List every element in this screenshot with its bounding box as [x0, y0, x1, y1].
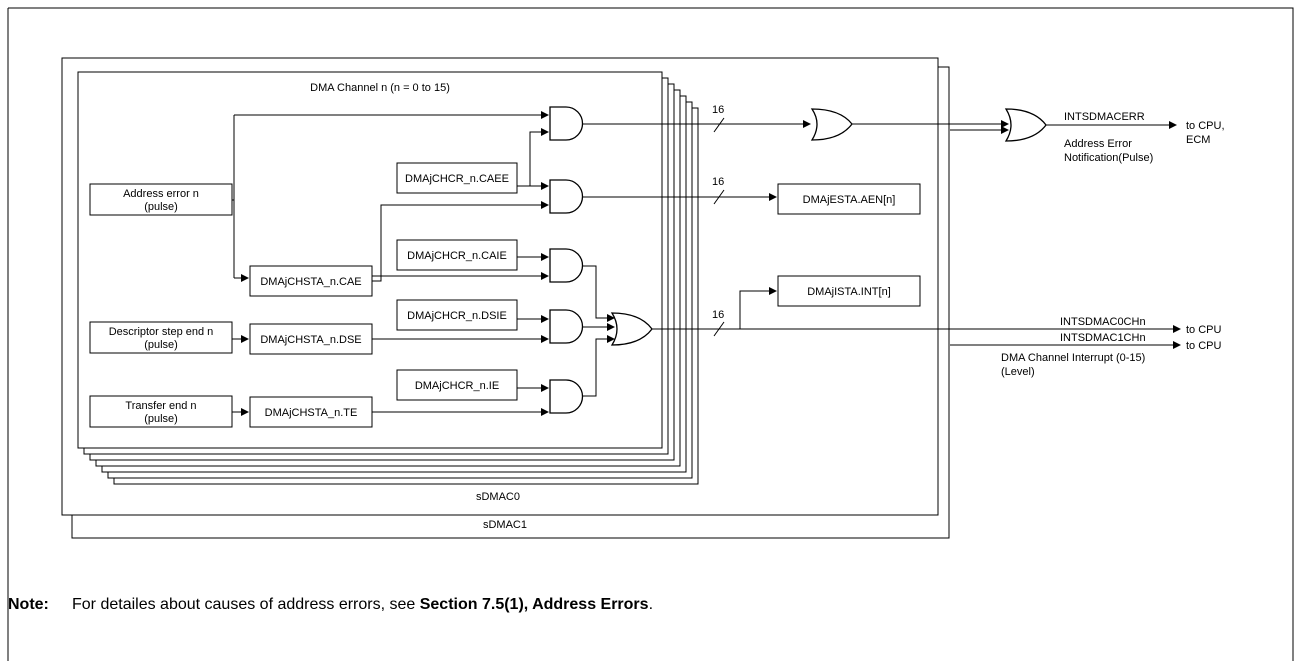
transfer-label: Transfer end n — [125, 400, 196, 412]
bus-width-err: 16 — [712, 104, 724, 116]
sdmac1-label: sDMAC1 — [483, 519, 527, 531]
reg-dse — [249, 323, 373, 355]
svg-text:DMAjCHSTA_n.TE: DMAjCHSTA_n.TE — [265, 407, 358, 419]
or-gate-intsdmacerr — [1004, 108, 1047, 142]
reg-ie — [396, 369, 518, 401]
svg-text:DMAjCHSTA_n.DSE: DMAjCHSTA_n.DSE — [260, 334, 361, 346]
and-gate-dsie — [549, 309, 584, 344]
descriptor-source — [89, 321, 233, 354]
transfer-source — [89, 395, 233, 428]
bus-width-int: 16 — [712, 309, 724, 321]
address-error-source — [89, 183, 233, 216]
sdmac0-label: sDMAC0 — [476, 491, 520, 503]
bus-width-aen: 16 — [712, 176, 724, 188]
svg-text:DMAjESTA.AEN[n]: DMAjESTA.AEN[n] — [803, 194, 896, 206]
int-desc-line2: (Level) — [1001, 366, 1035, 378]
svg-text:DMAjCHCR_n.IE: DMAjCHCR_n.IE — [415, 380, 499, 392]
and-gate-aen — [549, 179, 584, 214]
transfer-sub: (pulse) — [144, 413, 178, 425]
address-error-sub: (pulse) — [144, 201, 178, 213]
err-dest-line2: ECM — [1186, 134, 1210, 146]
err-desc-line2: Notification(Pulse) — [1064, 152, 1153, 164]
intsdmacerr-label: INTSDMACERR — [1064, 111, 1145, 123]
figure-frame — [8, 7, 1294, 661]
reg-ista — [777, 275, 921, 307]
and-gate-err — [549, 106, 584, 141]
wires — [232, 111, 1181, 416]
and-gate-caie — [549, 248, 584, 283]
channel-title: DMA Channel n (n = 0 to 15) — [310, 82, 450, 94]
svg-text:DMAjCHCR_n.DSIE: DMAjCHCR_n.DSIE — [407, 310, 507, 322]
svg-text:DMAjCHCR_n.CAIE: DMAjCHCR_n.CAIE — [407, 250, 507, 262]
reg-caee — [396, 162, 518, 194]
reg-caie — [396, 239, 518, 271]
int0-label: INTSDMAC0CHn — [1060, 316, 1146, 328]
and-gate-ie — [549, 379, 584, 414]
or-gate-channel — [610, 312, 653, 346]
reg-cae — [249, 265, 373, 297]
descriptor-label: Descriptor step end n — [109, 326, 214, 338]
int0-dest: to CPU — [1186, 324, 1222, 336]
svg-text:DMAjCHCR_n.CAEE: DMAjCHCR_n.CAEE — [405, 173, 509, 185]
note-text: For detailes about causes of address err… — [72, 596, 420, 613]
svg-text:DMAjCHSTA_n.CAE: DMAjCHSTA_n.CAE — [260, 276, 361, 288]
note-section-reference: Section 7.5(1), Address Errors — [419, 596, 649, 613]
or-gate-err-16 — [810, 108, 853, 141]
note-label: Note: — [8, 596, 49, 613]
address-error-label: Address error n — [123, 188, 199, 200]
note-end: . — [648, 596, 654, 613]
svg-text:DMAjISTA.INT[n]: DMAjISTA.INT[n] — [807, 286, 891, 298]
descriptor-sub: (pulse) — [144, 339, 178, 351]
reg-esta — [777, 183, 921, 215]
int-desc-line1: DMA Channel Interrupt (0-15) — [1001, 352, 1145, 364]
reg-dsie — [396, 299, 518, 331]
int1-dest: to CPU — [1186, 340, 1222, 352]
err-dest-line1: to CPU, — [1186, 120, 1225, 132]
int1-label: INTSDMAC1CHn — [1060, 332, 1146, 344]
figure-note: Note: For detailes about causes of addres… — [8, 596, 653, 614]
err-desc-line1: Address Error — [1064, 138, 1132, 150]
